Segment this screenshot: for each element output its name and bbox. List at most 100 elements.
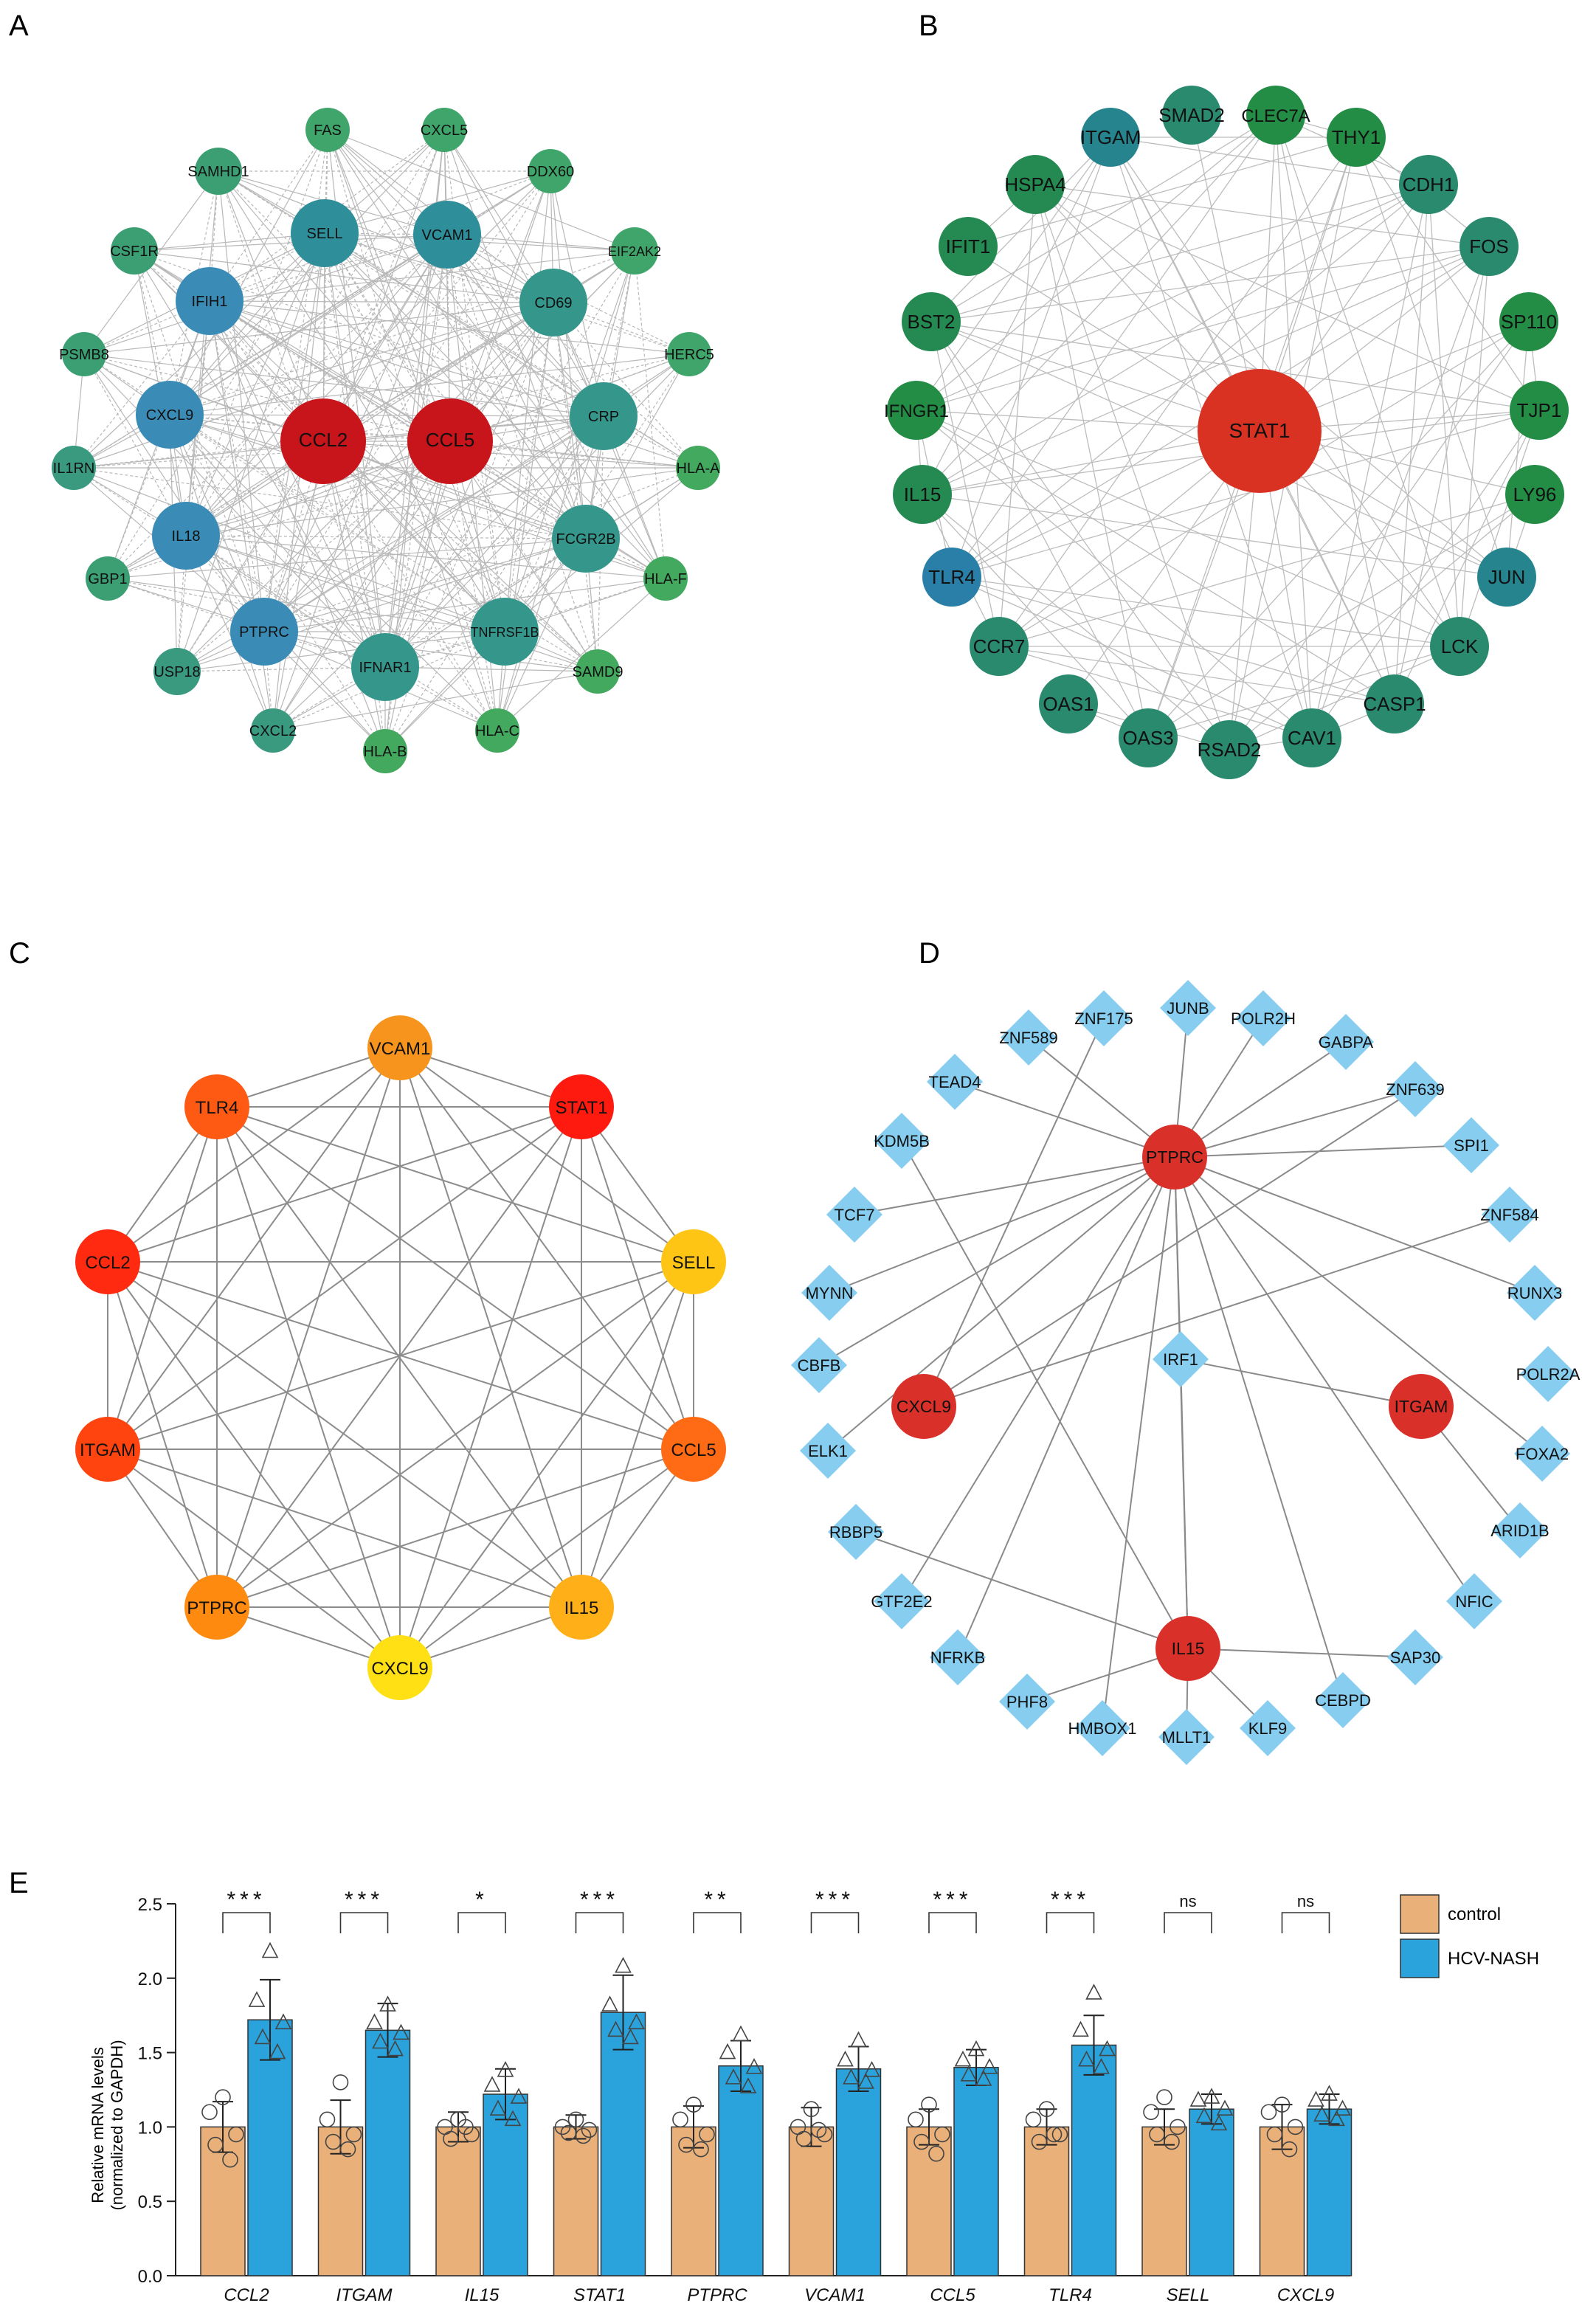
network-edge (185, 170, 551, 536)
node-circle (661, 1417, 726, 1482)
network-edge (497, 415, 604, 731)
node-jun: JUN (1477, 548, 1536, 607)
network-edge (1034, 184, 1149, 739)
node-circle (893, 465, 952, 524)
tf-diamond (826, 1187, 882, 1243)
node-sell: SELL (661, 1229, 726, 1294)
tf-node-gtf2e2: GTF2E2 (871, 1573, 933, 1629)
network-edge (384, 415, 604, 752)
node-label: ELK1 (808, 1442, 848, 1460)
tf-node-tead4: TEAD4 (927, 1054, 983, 1110)
node-fas: FAS (305, 108, 350, 152)
network-edge (1180, 1358, 1189, 1649)
network-edge (218, 170, 505, 632)
network-edge (855, 1531, 1189, 1649)
data-point (843, 2068, 860, 2085)
network-edge (922, 184, 1429, 495)
node-label: SPI1 (1454, 1136, 1489, 1155)
network-edge (1394, 184, 1429, 705)
data-point (1038, 2101, 1055, 2118)
node-cxcl5: CXCL5 (421, 108, 468, 152)
node-circle (1200, 720, 1259, 779)
network-edge (446, 234, 699, 469)
node-ccr7: CCR7 (970, 617, 1029, 676)
network-edge (209, 300, 554, 303)
data-point (1287, 2119, 1304, 2135)
node-label: CSF1R (110, 244, 159, 260)
significance-bracket (575, 1912, 624, 1933)
tf-node-cebpd: CEBPD (1315, 1672, 1371, 1728)
network-edge (324, 232, 554, 303)
significance-bracket (928, 1912, 977, 1933)
data-point (325, 2133, 342, 2150)
tf-diamond (801, 1265, 857, 1321)
network-edge (1174, 1156, 1543, 1454)
tf-node-znf584: ZNF584 (1480, 1187, 1539, 1243)
node-circle (413, 201, 481, 269)
network-edge (998, 137, 1357, 647)
data-point (1274, 2096, 1291, 2113)
x-tick-label: TLR4 (1049, 2285, 1092, 2303)
network-edge (324, 232, 598, 672)
network-edge (176, 631, 505, 672)
node-circle (1081, 108, 1140, 167)
data-point (1334, 2099, 1351, 2116)
network-edge (854, 1156, 1175, 1215)
legend: control HCV-NASH (1400, 1894, 1539, 1978)
bar-hcv-nash-stat1 (600, 2012, 646, 2276)
data-point (1099, 2040, 1116, 2057)
network-edge (185, 535, 587, 539)
node-cd69: CD69 (519, 269, 587, 336)
node-label: IL15 (564, 1598, 599, 1618)
network-edge (916, 410, 1460, 647)
network-edge (930, 246, 1490, 322)
data-point (1143, 2104, 1159, 2121)
node-label: FOXA2 (1516, 1445, 1569, 1463)
tf-node-gabpa: GABPA (1318, 1014, 1374, 1070)
node-label: CRP (588, 409, 619, 425)
network-edge (827, 1156, 1175, 1451)
tf-node-irf1: IRF1 (1153, 1331, 1209, 1387)
node-label: ITGAM (80, 1440, 136, 1460)
node-hla-c: HLA-C (475, 708, 519, 753)
node-circle (407, 398, 493, 484)
node-circle (576, 649, 620, 694)
network-edge (922, 494, 1230, 750)
node-circle (661, 1229, 726, 1294)
network-edge (107, 1261, 218, 1608)
node-label: GBP1 (88, 571, 127, 587)
network-edge (1174, 1156, 1181, 1360)
data-point (497, 2061, 514, 2077)
network-edge (107, 232, 325, 579)
network-edge (185, 535, 498, 731)
node-sp110: SP110 (1499, 292, 1558, 351)
y-axis-label-line2: (normalized to GAPDH) (108, 2040, 126, 2210)
node-hla-f: HLA-F (643, 556, 688, 601)
network-edge (399, 1047, 694, 1450)
tf-diamond (1153, 1331, 1209, 1387)
tf-diamond (1514, 1426, 1570, 1482)
network-edge (209, 300, 690, 355)
network-edge (218, 170, 386, 668)
network-edge (1506, 321, 1530, 578)
network-edge (923, 1214, 1510, 1407)
network-edge (923, 1018, 1105, 1407)
tf-diamond (1507, 1265, 1563, 1321)
data-point (332, 2074, 349, 2090)
data-point (372, 2032, 389, 2049)
data-point (615, 1956, 632, 1973)
data-point (1210, 2114, 1228, 2131)
node-circle (1399, 155, 1458, 214)
node-circle (1039, 674, 1098, 733)
network-edge (1147, 494, 1535, 739)
network-edge (446, 234, 598, 672)
network-edge (634, 250, 666, 579)
tf-diamond (1076, 990, 1132, 1046)
node-circle (1477, 548, 1536, 607)
network-edge (272, 415, 604, 731)
node-circle (1430, 617, 1489, 676)
network-edge (169, 170, 551, 415)
data-point (1031, 2133, 1048, 2150)
